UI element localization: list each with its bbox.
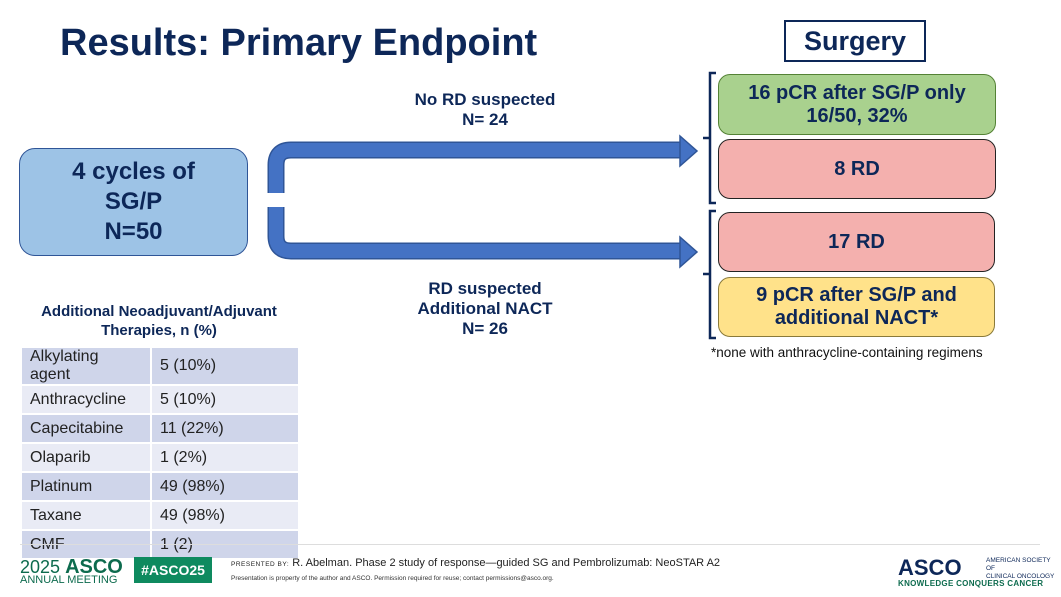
logo-asco: ASCO <box>65 556 123 578</box>
logo-year: 2025 <box>20 557 61 577</box>
therapy-name: Capecitabine <box>20 413 152 444</box>
outcome-rd-lower: 17 RD <box>718 212 995 272</box>
upper-bracket <box>703 71 716 205</box>
lower-branch-label: RD suspected Additional NACT N= 26 <box>417 279 553 338</box>
asco-meeting-logo: 2025 ASCO <box>20 556 123 579</box>
footer-divider <box>20 544 1040 545</box>
outcome-pcr-sgp-only: 16 pCR after SG/P only 16/50, 32% <box>718 74 996 135</box>
lower-bracket <box>703 209 716 340</box>
therapy-count: 49 (98%) <box>150 471 300 502</box>
presented-by-label: PRESENTED BY: <box>231 561 290 568</box>
asco-society-name: AMERICAN SOCIETY OF CLINICAL ONCOLOGY <box>986 557 1055 580</box>
outcome-rd-upper: 8 RD <box>718 139 996 199</box>
upper-arrow <box>267 134 699 193</box>
therapy-count: 49 (98%) <box>150 500 300 531</box>
therapy-name: Anthracycline <box>20 384 152 415</box>
logo-annual-meeting: ANNUAL MEETING <box>20 574 118 586</box>
hashtag-badge: #ASCO25 <box>134 557 212 583</box>
page-title: Results: Primary Endpoint <box>60 22 538 64</box>
asco-tagline: KNOWLEDGE CONQUERS CANCER <box>898 579 1044 588</box>
upper-branch-label: No RD suspected N= 24 <box>414 90 556 129</box>
therapy-name: Olaparib <box>20 442 152 473</box>
therapy-name: Alkylating agent <box>20 346 152 386</box>
therapy-name: Taxane <box>20 500 152 531</box>
lower-arrow <box>267 207 699 269</box>
therapy-count: 11 (22%) <box>150 413 300 444</box>
therapy-count: 1 (2%) <box>150 442 300 473</box>
start-box: 4 cycles of SG/P N=50 <box>19 148 248 256</box>
asco-logo: ASCO <box>898 555 962 580</box>
surgery-label: Surgery <box>784 20 926 62</box>
footnote: *none with anthracycline-containing regi… <box>711 345 983 360</box>
table-title: Additional Neoadjuvant/Adjuvant Therapie… <box>41 303 277 339</box>
presenter-text: R. Abelman. Phase 2 study of response—gu… <box>292 557 721 569</box>
outcome-pcr-additional-nact: 9 pCR after SG/P and additional NACT* <box>718 277 995 337</box>
therapy-count: 5 (10%) <box>150 384 300 415</box>
presented-by: PRESENTED BY: R. Abelman. Phase 2 study … <box>231 557 720 569</box>
property-note: Presentation is property of the author a… <box>231 575 554 582</box>
therapy-name: Platinum <box>20 471 152 502</box>
therapy-count: 5 (10%) <box>150 346 300 386</box>
